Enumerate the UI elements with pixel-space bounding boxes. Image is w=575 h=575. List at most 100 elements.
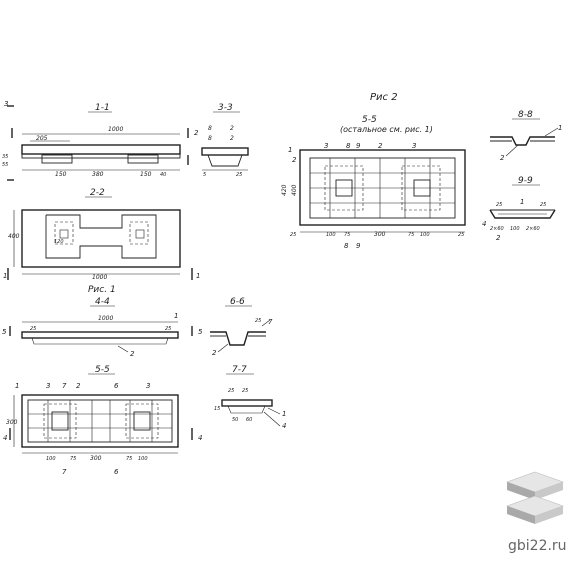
- section-3-3-title: 3-3: [218, 103, 233, 113]
- dim-2-a: 2: [230, 125, 234, 132]
- section-9-9-title: 9-9: [518, 176, 533, 186]
- cut-mark-4-right: 4: [198, 434, 202, 442]
- mark-1-77: 1: [282, 410, 286, 418]
- dim-55: 55: [2, 162, 8, 168]
- section-5-5-fig2: 1 2 3 8 9 2 3 420 400 25 100 75 300 75 1…: [281, 142, 466, 250]
- section-5-5-title-b: 5-5: [362, 115, 377, 125]
- cut-mark-6-bottom: 6: [114, 468, 119, 476]
- stacked-slabs-icon: [506, 471, 564, 524]
- dim-150-left: 150: [55, 171, 67, 178]
- cut-mark-8-bottom: 8: [344, 242, 349, 250]
- dim-300-55b: 300: [374, 231, 386, 238]
- dim-75-55b-r: 75: [408, 232, 414, 238]
- mark-2-55b-r: 2: [378, 142, 383, 150]
- cut-mark-6-top: 6: [114, 382, 119, 390]
- dim-300-55a: 300: [6, 419, 18, 426]
- dim-25-66: 25: [255, 318, 261, 324]
- cut-mark-1-left: 1: [3, 272, 7, 280]
- dim-50-77: 50: [232, 417, 238, 423]
- mark-2-99: 2: [496, 234, 501, 242]
- dim-2x60-99a: 2×60: [490, 226, 504, 232]
- mark-2-55b: 2: [292, 156, 297, 164]
- dim-40: 40: [160, 172, 166, 178]
- cut-mark-3: 3: [4, 100, 8, 108]
- cut-mark-8-top: 8: [346, 142, 351, 150]
- figure-2-note: (остальное см. рис. 1): [340, 125, 433, 134]
- dim-205: 205: [36, 135, 48, 142]
- dim-2x60-99b: 2×60: [526, 226, 540, 232]
- watermark-text: gbi22.ru: [508, 538, 567, 554]
- dim-35: 35: [2, 154, 8, 160]
- dim-300-55a-bottom: 300: [90, 455, 102, 462]
- mark-1-44: 1: [174, 312, 178, 320]
- section-4-4-title: 4-4: [95, 297, 110, 307]
- section-2-2: 2-2 120 400 1000 1 1: [3, 188, 200, 281]
- dim-100-55b: 100: [326, 232, 336, 238]
- dim-1000-44: 1000: [98, 315, 113, 322]
- dim-25-99: 25: [496, 202, 502, 208]
- dim-100-99: 100: [510, 226, 520, 232]
- section-8-8: 8-8 1 2: [490, 110, 562, 162]
- section-8-8-title: 8-8: [518, 110, 533, 120]
- section-1-1-title: 1-1: [95, 103, 110, 113]
- mark-2-88: 2: [500, 154, 505, 162]
- mark-4-77: 4: [282, 422, 286, 430]
- mark-2-55a: 2: [76, 382, 81, 390]
- section-7-7-title: 7-7: [232, 365, 247, 375]
- dim-150-right: 150: [140, 171, 152, 178]
- section-5-5-fig1: 5-5 1 3 7 2 6 3 300 100 75 300 75 100 4 …: [3, 365, 202, 476]
- section-3-3: 3-3 8 2 8 2 5 25: [201, 103, 249, 178]
- cut-mark-5-left: 5: [2, 328, 7, 336]
- dim-8-a: 8: [208, 125, 212, 132]
- mark-2-44: 2: [130, 350, 135, 358]
- mark-1-55b: 1: [288, 146, 292, 154]
- cut-mark-7-bottom: 7: [62, 468, 67, 476]
- dim-25-44: 25: [30, 326, 36, 332]
- cut-mark-4-left: 4: [3, 434, 7, 442]
- dim-75-55a: 75: [70, 456, 76, 462]
- dim-5: 5: [203, 172, 206, 178]
- dim-25-77b: 25: [242, 388, 248, 394]
- dim-25-99b: 25: [540, 202, 546, 208]
- cut-mark-7-top: 7: [62, 382, 67, 390]
- dim-8-b: 8: [208, 135, 212, 142]
- dim-75-55b: 75: [344, 232, 350, 238]
- dim-25-44b: 25: [165, 326, 171, 332]
- dim-380: 380: [92, 171, 104, 178]
- dim-100-55a: 100: [46, 456, 56, 462]
- dim-25-55b-r: 25: [458, 232, 464, 238]
- dim-15-77: 15: [214, 406, 220, 412]
- dim-25-77: 25: [228, 388, 234, 394]
- dim-2-b: 2: [230, 135, 234, 142]
- section-6-6: 6-6 25 7 2: [210, 297, 273, 357]
- dim-1000-22: 1000: [92, 274, 107, 281]
- figure-2-title: Рис 2: [370, 92, 398, 103]
- mark-1-88: 1: [558, 124, 562, 132]
- dim-25-55b: 25: [290, 232, 296, 238]
- section-9-9: 9-9 25 25 1 4 2 2×60 100 2×60: [482, 176, 556, 242]
- dim-120: 120: [54, 239, 64, 245]
- mark-4-99: 4: [482, 220, 486, 228]
- section-5-5-title-a: 5-5: [95, 365, 110, 375]
- cut-mark-5-right: 5: [198, 328, 203, 336]
- cut-mark-9-top: 9: [356, 142, 361, 150]
- cut-mark-9-bottom: 9: [356, 242, 361, 250]
- dim-1000-top: 1000: [108, 126, 123, 133]
- mark-1-55a: 1: [15, 382, 19, 390]
- dim-75-55a-b: 75: [126, 456, 132, 462]
- dim-100-55a-b: 100: [138, 456, 148, 462]
- section-6-6-title: 6-6: [230, 297, 245, 307]
- cut-mark-2: 2: [194, 129, 199, 137]
- section-4-4: 4-4 1000 25 25 1 2 5 5: [2, 297, 203, 358]
- mark-1-66: 7: [268, 318, 273, 326]
- section-7-7: 7-7 25 25 15 50 60 1 4: [214, 365, 286, 430]
- mark-3-55b-r: 3: [412, 142, 416, 150]
- mark-3-55a: 3: [46, 382, 50, 390]
- section-1-1: 1-1 1000 205 3 2 35 55 150 380 150 40: [2, 100, 199, 181]
- dim-100-55b-r: 100: [420, 232, 430, 238]
- dim-60-77: 60: [246, 417, 252, 423]
- cut-mark-1-right: 1: [196, 272, 200, 280]
- mark-1-99: 1: [520, 198, 524, 206]
- mark-3-55a-r: 3: [146, 382, 150, 390]
